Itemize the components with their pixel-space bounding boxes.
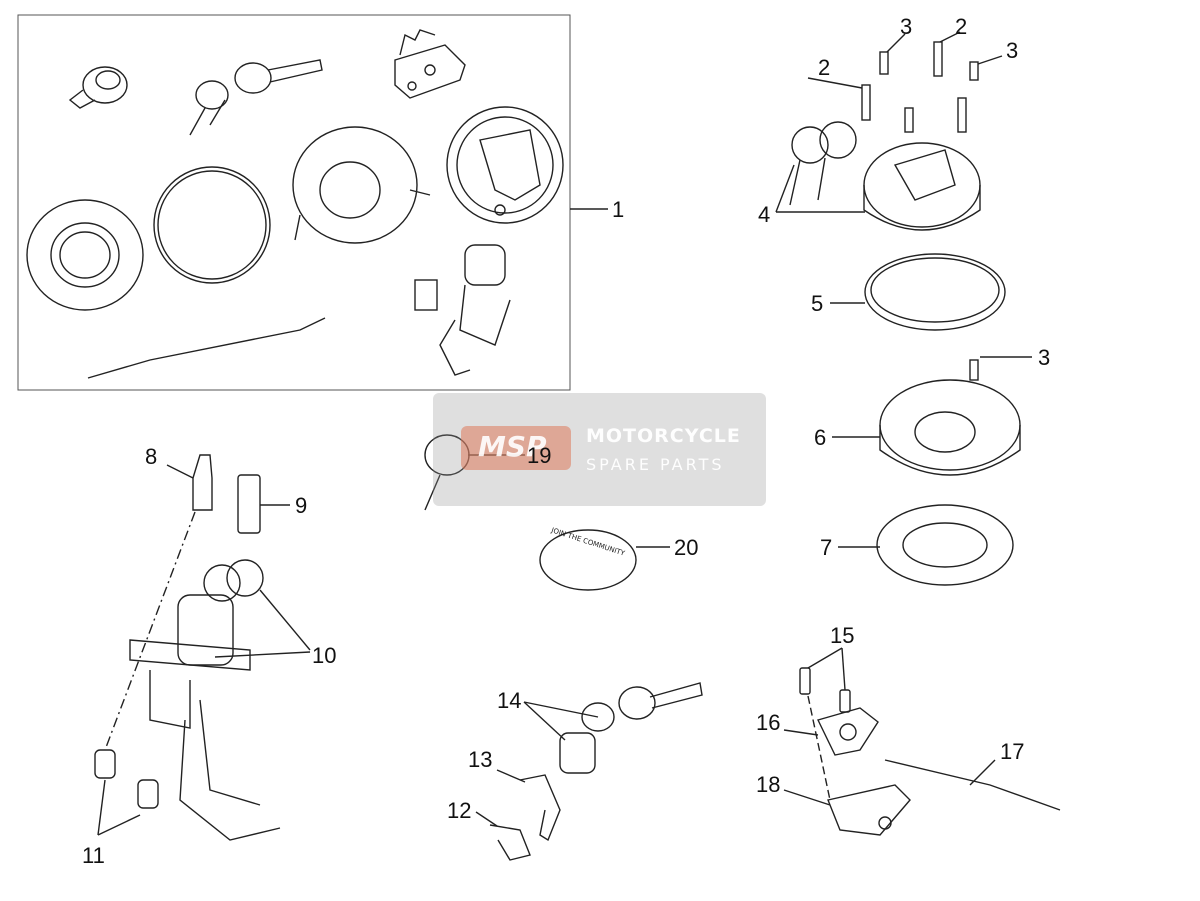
callout-3: 3 (1006, 38, 1019, 63)
ignition-bolt (237, 474, 261, 534)
callout-2: 2 (955, 14, 968, 39)
callout-16: 16 (756, 710, 781, 735)
logo-plate (539, 529, 637, 591)
callout-1: 1 (612, 197, 625, 222)
latch-cable (884, 759, 1061, 811)
latch-plate (817, 707, 879, 756)
kit-gasket (153, 166, 271, 284)
kit-mount-ring (292, 126, 431, 244)
callout-7: 7 (820, 535, 833, 560)
callout-20: 20 (674, 535, 699, 560)
callout-4: 4 (758, 202, 771, 227)
kit-ignition-switch (414, 244, 511, 376)
callout-10: 10 (312, 643, 337, 668)
callout-14: 14 (497, 688, 522, 713)
callout-9: 9 (295, 493, 308, 518)
kit-bracket (394, 29, 466, 99)
kit-cap (446, 106, 564, 224)
kit-small-lock (68, 66, 128, 109)
callout-12: 12 (447, 798, 472, 823)
cap-screws (861, 41, 979, 133)
callout-8: 8 (145, 444, 158, 469)
ignition-wire (179, 719, 281, 841)
callout-6: 6 (814, 425, 827, 450)
kit-base-plate (26, 199, 144, 311)
watermark-subtitle: SPARE PARTS (586, 455, 725, 474)
kit-keys (189, 59, 323, 136)
seat-lock-clip (489, 824, 531, 861)
seat-lock-cylinder (559, 732, 596, 774)
callout-19: 19 (527, 443, 552, 468)
callout-17: 17 (1000, 739, 1025, 764)
lower-ring-flange (879, 379, 1021, 476)
latch-screws (799, 667, 851, 713)
seat-lock-bracket (519, 774, 561, 842)
o-ring (864, 253, 1006, 331)
callout-15: 15 (830, 623, 855, 648)
callout-5: 5 (811, 291, 824, 316)
kit-frame (17, 14, 571, 391)
cap-keys (789, 121, 857, 206)
ignition-pin (192, 454, 213, 511)
callout-13: 13 (468, 747, 493, 772)
ignition-lock-body (129, 594, 251, 729)
callout-18: 18 (756, 772, 781, 797)
callout-3: 3 (900, 14, 913, 39)
seat-lock-keys (581, 682, 703, 732)
callout-11: 11 (82, 843, 105, 868)
tank-cap-assembly (863, 142, 981, 231)
watermark-title: MOTORCYCLE (586, 425, 741, 447)
base-gasket-plate (876, 504, 1014, 586)
latch-body (827, 784, 911, 836)
watermark-badge (461, 426, 571, 470)
callout-2: 2 (818, 55, 831, 80)
watermark-badge-text: MSP (478, 430, 547, 463)
callout-3: 3 (1038, 345, 1051, 370)
kit-cable (87, 317, 326, 379)
ignition-keys (203, 559, 264, 602)
